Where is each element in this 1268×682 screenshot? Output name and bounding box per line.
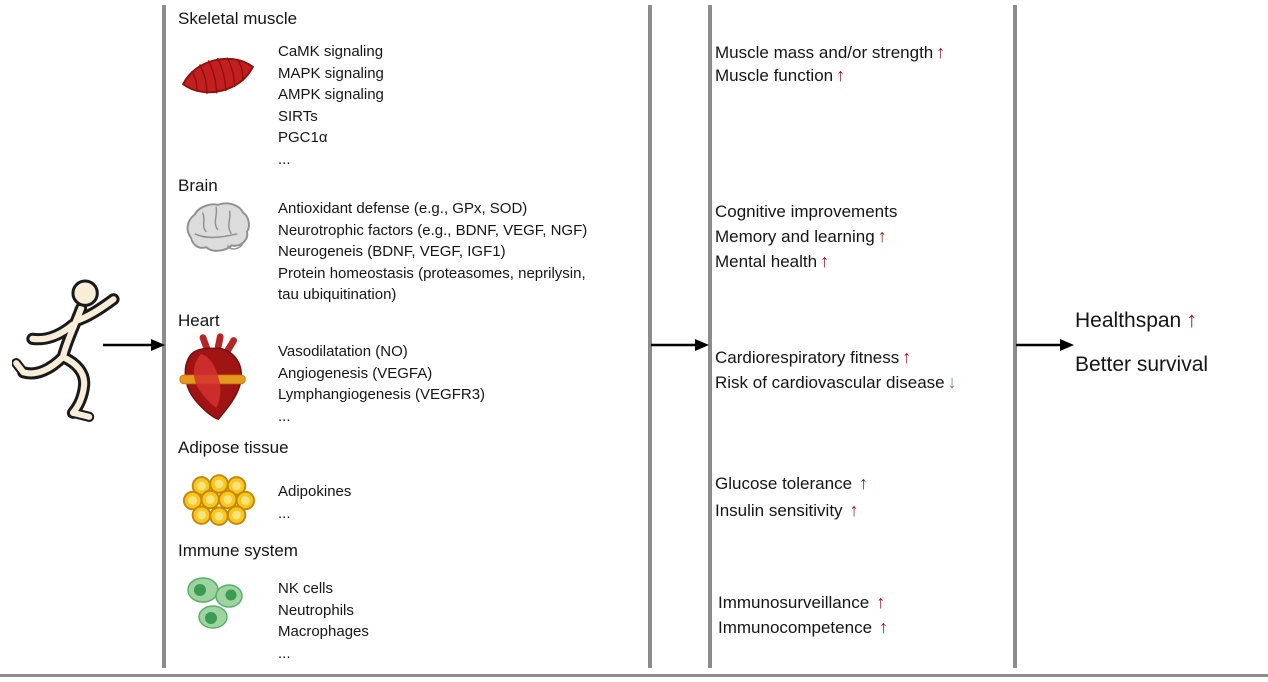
- up-arrow-icon: ↑: [836, 65, 846, 85]
- list-item: SIRTs: [278, 107, 318, 125]
- outcome-text: Mental health: [715, 252, 818, 271]
- outcome-text: Muscle function: [715, 66, 834, 85]
- up-arrow-icon: ↑: [879, 617, 889, 637]
- immune-items: NK cells Neutrophils Macrophages ...: [278, 578, 369, 664]
- divider-bar-3: [708, 5, 712, 668]
- divider-bar-1: [162, 5, 166, 668]
- flow-arrow-2: [651, 339, 709, 351]
- heart-icon: [179, 333, 246, 421]
- up-arrow-icon: ↑: [876, 592, 886, 612]
- immune-outcomes: Immunosurveillance↑ Immunocompetence↑: [718, 590, 888, 640]
- up-arrow-icon: ↑: [820, 251, 830, 271]
- list-item: Neutrophils: [278, 601, 354, 619]
- list-item: PGC1α: [278, 129, 328, 146]
- up-arrow-icon: ↑: [902, 347, 912, 367]
- adipose-outcomes: Glucose tolerance ↑ Insulin sensitivity ↑: [715, 470, 868, 524]
- list-item: Vasodilatation (NO): [278, 343, 408, 360]
- flow-arrow-1: [103, 339, 165, 351]
- adipose-items: Adipokines ...: [278, 481, 351, 524]
- skeletal-muscle-icon: [181, 57, 255, 94]
- list-item: Neurogeneis (BDNF, VEGF, IGF1): [278, 243, 506, 260]
- list-item: ...: [278, 504, 291, 522]
- immune-icon: [187, 577, 243, 629]
- skeletal-muscle-items: CaMK signaling MAPK signaling AMPK signa…: [278, 41, 384, 170]
- outcome-line: Cardiorespiratory fitness↑: [715, 345, 957, 370]
- list-item: AMPK signaling: [278, 86, 384, 103]
- outcome-text: Cognitive improvements: [715, 202, 898, 221]
- list-item: ...: [278, 407, 291, 425]
- up-arrow-icon: ↑: [849, 500, 859, 520]
- brain-items: Antioxidant defense (e.g., GPx, SOD) Neu…: [278, 198, 587, 306]
- up-arrow-icon: ↑: [936, 42, 946, 62]
- up-arrow-icon: ↑: [859, 473, 869, 493]
- list-item: Antioxidant defense (e.g., GPx, SOD): [278, 200, 528, 217]
- up-arrow-icon: ↑: [877, 226, 887, 246]
- outcome-line: Glucose tolerance ↑: [715, 470, 868, 497]
- outcome-line: Mental health↑: [715, 249, 900, 274]
- final-outcome-text: Healthspan: [1075, 309, 1182, 332]
- list-item: Angiogenesis (VEGFA): [278, 364, 433, 382]
- flow-arrow-3: [1016, 339, 1074, 351]
- list-item: MAPK signaling: [278, 64, 384, 82]
- section-title-heart: Heart: [178, 311, 220, 330]
- final-outcome-survival: Better survival: [1075, 353, 1208, 377]
- list-item: Protein homeostasis (proteasomes, nepril…: [278, 264, 586, 282]
- list-item: CaMK signaling: [278, 43, 384, 60]
- heart-items: Vasodilatation (NO) Angiogenesis (VEGFA)…: [278, 341, 485, 427]
- outcome-line: Muscle mass and/or strength↑: [715, 41, 945, 64]
- outcome-text: Risk of cardiovascular disease: [715, 373, 945, 392]
- list-item: ...: [278, 150, 291, 168]
- section-title-immune: Immune system: [178, 541, 298, 560]
- list-item: Neurotrophic factors (e.g., BDNF, VEGF, …: [278, 221, 588, 239]
- brain-outcomes: Cognitive improvements Memory and learni…: [715, 199, 900, 274]
- outcome-text: Immunocompetence: [718, 618, 873, 637]
- divider-bar-4: [1013, 5, 1017, 668]
- list-item: NK cells: [278, 580, 334, 597]
- runner-icon: [12, 279, 120, 422]
- skeletal-muscle-outcomes: Muscle mass and/or strength↑ Muscle func…: [715, 41, 945, 87]
- outcome-text: Muscle mass and/or strength: [715, 43, 934, 62]
- section-title-skeletal-muscle: Skeletal muscle: [178, 9, 298, 28]
- outcome-text: Cardiorespiratory fitness: [715, 348, 900, 367]
- final-outcome-text: Better survival: [1075, 353, 1209, 376]
- list-item: Adipokines: [278, 483, 352, 500]
- outcome-line: Muscle function↑: [715, 64, 945, 87]
- down-arrow-icon: ↓: [947, 372, 957, 392]
- divider-bar-2: [648, 5, 652, 668]
- final-outcome-healthspan: Healthspan↑: [1075, 307, 1197, 333]
- outcome-line: Immunosurveillance ↑: [718, 590, 888, 615]
- outcome-line: Risk of cardiovascular disease↓: [715, 370, 957, 395]
- outcome-text: Memory and learning: [715, 227, 875, 246]
- heart-outcomes: Cardiorespiratory fitness↑ Risk of cardi…: [715, 345, 957, 395]
- outcome-line: Insulin sensitivity ↑: [715, 497, 868, 524]
- bottom-border-line: [0, 674, 1268, 677]
- outcome-line: Cognitive improvements: [715, 199, 900, 224]
- list-item: tau ubiquitination): [278, 286, 397, 303]
- list-item: Lymphangiogenesis (VEGFR3): [278, 386, 486, 403]
- outcome-text: Insulin sensitivity: [715, 501, 843, 520]
- list-item: ...: [278, 644, 291, 662]
- outcome-text: Immunosurveillance: [718, 593, 870, 612]
- brain-icon: [186, 202, 250, 252]
- section-title-brain: Brain: [178, 176, 218, 195]
- outcome-line: Memory and learning↑: [715, 224, 900, 249]
- section-title-adipose: Adipose tissue: [178, 438, 289, 457]
- list-item: Macrophages: [278, 623, 369, 640]
- up-arrow-icon: ↑: [1186, 307, 1198, 332]
- outcome-text: Glucose tolerance: [715, 474, 853, 493]
- adipose-icon: [182, 474, 256, 526]
- outcome-line: Immunocompetence ↑: [718, 615, 888, 640]
